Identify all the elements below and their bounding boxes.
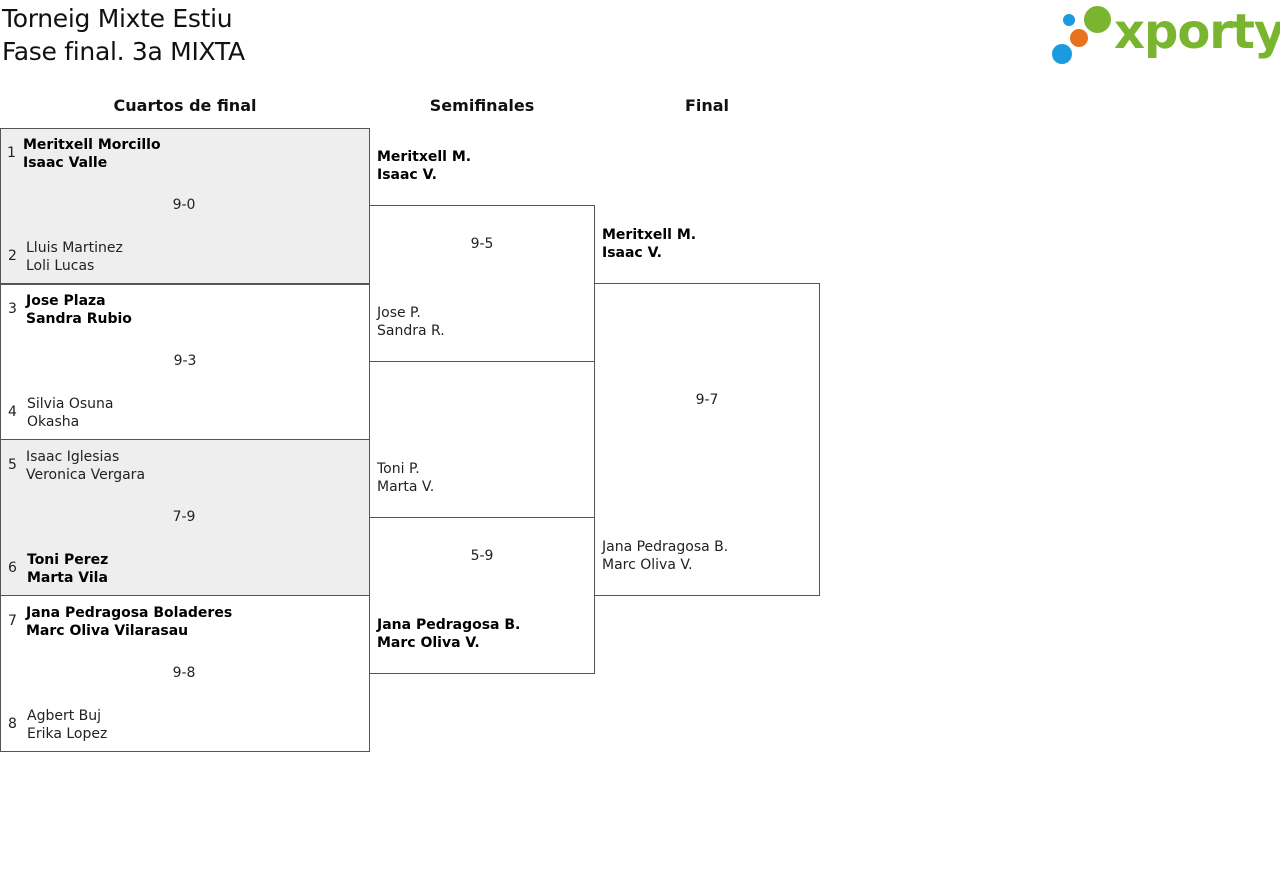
seed-number: 4 <box>8 404 17 420</box>
team-entry-winner[interactable]: Meritxell M. Isaac V. <box>377 148 471 184</box>
quarterfinal-match-3 <box>0 439 370 596</box>
player-name: Jana Pedragosa B. <box>377 617 521 633</box>
team-entry-winner[interactable]: Toni Perez Marta Vila <box>27 551 108 587</box>
logo-wordmark: xporty <box>1114 4 1280 60</box>
seed-number: 3 <box>8 301 17 317</box>
team-entry[interactable]: Lluis Martinez Loli Lucas <box>26 239 123 275</box>
player-name: Marta Vila <box>27 570 108 586</box>
logo-dot-blue <box>1052 44 1072 64</box>
seed-number: 8 <box>8 716 17 732</box>
seed-number: 2 <box>8 248 17 264</box>
player-name: Isaac Iglesias <box>26 449 120 465</box>
player-name: Loli Lucas <box>26 258 95 274</box>
phase-subtitle: Fase final. 3a MIXTA <box>2 37 245 66</box>
match-score: 7-9 <box>172 509 196 525</box>
team-entry-winner[interactable]: Meritxell M. Isaac V. <box>602 226 696 262</box>
match-score: 9-0 <box>172 197 196 213</box>
tournament-title-block: Torneig Mixte Estiu Fase final. 3a MIXTA <box>2 2 245 68</box>
team-entry[interactable]: Silvia Osuna Okasha <box>27 395 114 431</box>
player-name: Sandra R. <box>377 323 445 339</box>
final-match <box>594 283 820 596</box>
match-score: 5-9 <box>470 548 494 564</box>
player-name: Toni P. <box>377 461 420 477</box>
team-entry[interactable]: Agbert Buj Erika Lopez <box>27 707 107 743</box>
player-name: Isaac V. <box>602 245 662 261</box>
team-entry[interactable]: Jana Pedragosa B. Marc Oliva V. <box>602 538 728 574</box>
logo-dot-blue-small <box>1063 14 1075 26</box>
player-name: Meritxell M. <box>377 149 472 165</box>
player-name: Isaac V. <box>377 167 437 183</box>
team-entry-winner[interactable]: Jana Pedragosa B. Marc Oliva V. <box>377 616 520 652</box>
logo-dot-green <box>1084 6 1111 33</box>
match-score: 9-8 <box>172 665 196 681</box>
team-entry-winner[interactable]: Meritxell Morcillo Isaac Valle <box>23 136 161 172</box>
player-name: Toni Perez <box>27 552 109 568</box>
quarterfinal-match-1 <box>0 128 370 285</box>
player-name: Meritxell M. <box>602 227 697 243</box>
player-name: Marta V. <box>377 479 435 495</box>
tournament-title: Torneig Mixte Estiu <box>2 4 233 33</box>
player-name: Jana Pedragosa Boladeres <box>26 605 233 621</box>
round-header-final: Final <box>684 96 730 115</box>
player-name: Veronica Vergara <box>26 467 146 483</box>
player-name: Lluis Martinez <box>26 240 123 256</box>
team-entry-winner[interactable]: Jose Plaza Sandra Rubio <box>26 292 132 328</box>
match-score: 9-3 <box>173 353 197 369</box>
team-entry[interactable]: Toni P. Marta V. <box>377 460 434 496</box>
player-name: Okasha <box>27 414 80 430</box>
seed-number: 7 <box>8 613 17 629</box>
player-name: Sandra Rubio <box>26 311 132 327</box>
player-name: Marc Oliva Vilarasau <box>26 623 189 639</box>
player-name: Isaac Valle <box>23 155 108 171</box>
player-name: Jana Pedragosa B. <box>602 539 729 555</box>
player-name: Silvia Osuna <box>27 396 114 412</box>
match-score: 9-7 <box>695 392 719 408</box>
round-header-quarterfinals: Cuartos de final <box>113 96 257 115</box>
team-entry[interactable]: Isaac Iglesias Veronica Vergara <box>26 448 145 484</box>
match-score: 9-5 <box>470 236 494 252</box>
round-header-semifinals: Semifinales <box>429 96 535 115</box>
seed-number: 1 <box>7 145 16 161</box>
seed-number: 5 <box>8 457 17 473</box>
player-name: Meritxell Morcillo <box>23 137 161 153</box>
player-name: Agbert Buj <box>27 708 102 724</box>
team-entry-winner[interactable]: Jana Pedragosa Boladeres Marc Oliva Vila… <box>26 604 232 640</box>
player-name: Marc Oliva V. <box>377 635 480 651</box>
player-name: Jose Plaza <box>26 293 106 309</box>
player-name: Jose P. <box>377 305 421 321</box>
logo-dot-orange <box>1070 29 1088 47</box>
team-entry[interactable]: Jose P. Sandra R. <box>377 304 445 340</box>
player-name: Marc Oliva V. <box>602 557 693 573</box>
player-name: Erika Lopez <box>27 726 108 742</box>
xporty-logo: xporty <box>1050 4 1280 68</box>
seed-number: 6 <box>8 560 17 576</box>
